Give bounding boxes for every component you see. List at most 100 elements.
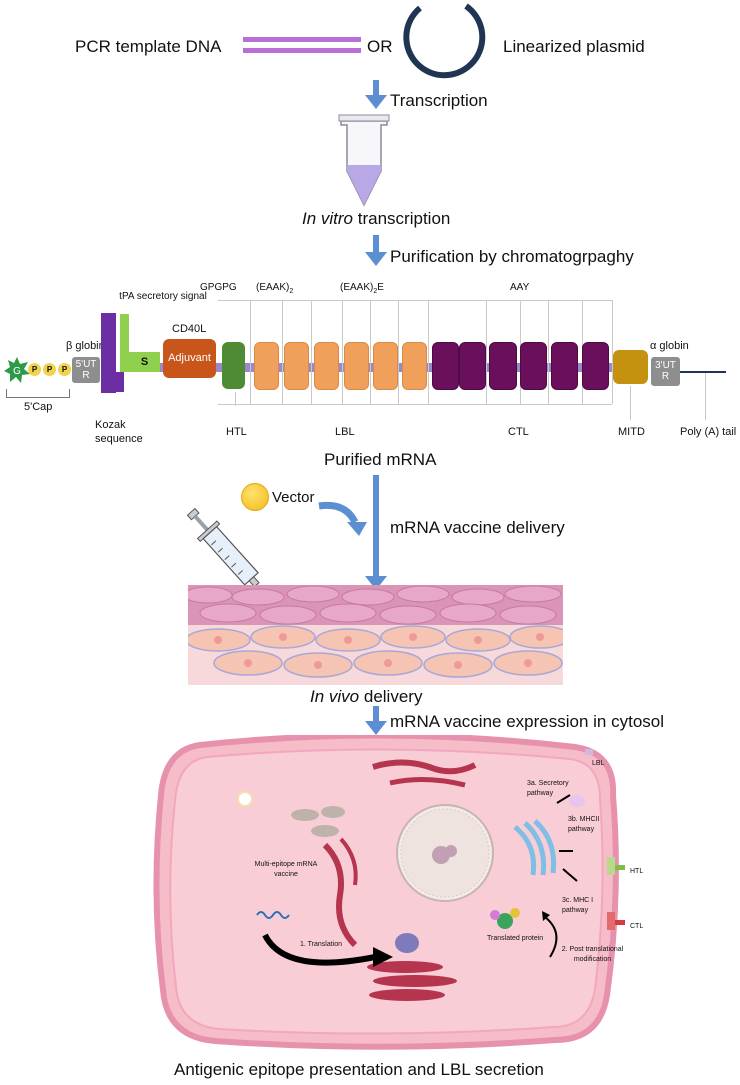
lbl-cell-label: LBL bbox=[592, 760, 605, 767]
s-block: S bbox=[129, 352, 160, 372]
ivt-label: In vitro transcription bbox=[302, 210, 450, 227]
tpa-label: tPA secretory signal bbox=[119, 291, 207, 302]
mrna-construct: tPA secretory signal GPGPG (EAAK)2 (EAAK… bbox=[0, 0, 740, 460]
cap-p1: P bbox=[28, 363, 41, 376]
arrow-purification bbox=[373, 235, 379, 253]
sep-4 bbox=[342, 300, 343, 404]
utr5-block: 5'UT R bbox=[72, 357, 100, 383]
transcription-label: Transcription bbox=[390, 91, 488, 110]
or-label: OR bbox=[367, 37, 393, 56]
tpa-block bbox=[120, 314, 129, 372]
vector-curved-arrow bbox=[318, 501, 367, 536]
ctl-block-2 bbox=[459, 342, 486, 390]
cap-p3: P bbox=[58, 363, 71, 376]
lbl-block-3 bbox=[314, 342, 339, 390]
polya-tick bbox=[705, 373, 706, 420]
delivery-label: mRNA vaccine delivery bbox=[390, 518, 565, 537]
test-tube-icon bbox=[338, 114, 390, 207]
lbl-block-5 bbox=[373, 342, 398, 390]
cell-illustration bbox=[153, 735, 625, 1050]
eaak2-text: (EAAK) bbox=[256, 282, 290, 293]
ctl-block-4 bbox=[520, 342, 547, 390]
cap-g-text: G bbox=[13, 366, 21, 377]
eaak2e-text: (EAAK) bbox=[340, 282, 374, 293]
arrow-purification-head bbox=[365, 252, 387, 266]
invivo-label: In vivo delivery bbox=[310, 688, 422, 705]
ctl-block-1 bbox=[432, 342, 459, 390]
lbl-label: LBL bbox=[335, 426, 355, 438]
invivo-italic: In vivo bbox=[310, 687, 360, 706]
lbl-block-1 bbox=[254, 342, 279, 390]
aay-label: AAY bbox=[510, 282, 530, 293]
cap-p1-text: P bbox=[31, 365, 38, 374]
alpha-globin-label: α globin bbox=[650, 340, 689, 352]
sep-3 bbox=[311, 300, 312, 404]
syringe-icon bbox=[186, 507, 274, 604]
utr3-block: 3'UT R bbox=[651, 357, 680, 386]
polya-tail-line bbox=[680, 371, 726, 373]
sep-6 bbox=[398, 300, 399, 404]
gpgpg-label: GPGPG bbox=[200, 282, 237, 293]
sep-10 bbox=[548, 300, 549, 404]
htl-label: HTL bbox=[226, 426, 247, 438]
secretory-label: 3a. Secretory pathway bbox=[527, 780, 569, 797]
eaak2e-label: (EAAK)2E bbox=[340, 282, 384, 296]
plasmid-icon bbox=[403, 3, 486, 79]
kozak-block-tail bbox=[116, 372, 124, 392]
ctl-block-6 bbox=[582, 342, 609, 390]
utr5-text: 5'UT R bbox=[75, 359, 97, 381]
adjuvant-block: Adjuvant bbox=[163, 339, 216, 378]
sep-7 bbox=[428, 300, 429, 404]
eaak2e-sub: 2 bbox=[373, 288, 378, 295]
multi-epitope-label: Multi-epitope mRNA vaccine bbox=[254, 861, 318, 878]
ctl-cell-label: CTL bbox=[630, 923, 644, 930]
vector-label: Vector bbox=[272, 489, 315, 506]
mitd-tick bbox=[630, 386, 631, 420]
eaak2-label: (EAAK)2 bbox=[256, 282, 294, 296]
lbl-block-2 bbox=[284, 342, 309, 390]
expression-label: mRNA vaccine expression in cytosol bbox=[390, 712, 665, 731]
ivt-italic: In vitro bbox=[302, 209, 354, 228]
arrow-expression-head bbox=[365, 721, 387, 735]
ctl-block-5 bbox=[551, 342, 578, 390]
kozak-label: Kozak sequence bbox=[95, 419, 143, 446]
cap-bracket bbox=[6, 389, 70, 398]
htl-block bbox=[222, 342, 245, 389]
htl-cell-label: HTL bbox=[630, 868, 644, 875]
eaak2-sub: 2 bbox=[289, 288, 294, 295]
polya-label: Poly (A) tail bbox=[680, 426, 737, 438]
translation-label: 1. Translation bbox=[300, 941, 343, 948]
cap-g-icon: G bbox=[4, 357, 30, 383]
linker-bottom-line bbox=[218, 404, 612, 405]
cap-label: 5'Cap bbox=[24, 401, 53, 413]
beta-globin-label: β globin bbox=[66, 340, 105, 352]
tissue-illustration bbox=[188, 585, 563, 685]
dna-template-icon bbox=[243, 37, 361, 53]
s-block-text: S bbox=[140, 356, 149, 368]
adjuvant-text: Adjuvant bbox=[168, 352, 211, 364]
translated-protein-label: Translated protein bbox=[487, 935, 544, 942]
eaak2e-end: E bbox=[377, 282, 384, 293]
sep-5 bbox=[370, 300, 371, 404]
arrow-expression bbox=[373, 706, 379, 722]
mitd-label: MITD bbox=[618, 426, 645, 438]
pcr-template-label: PCR template DNA bbox=[75, 37, 222, 56]
linker-top-line bbox=[218, 300, 612, 301]
cd40l-label: CD40L bbox=[172, 323, 207, 335]
arrow-transcription-head bbox=[365, 95, 387, 109]
arrow-transcription bbox=[373, 80, 379, 96]
cap-p3-text: P bbox=[61, 365, 68, 374]
mhci-label: 3c. MHC I pathway bbox=[562, 897, 594, 914]
arrow-delivery bbox=[373, 475, 379, 577]
sep-2 bbox=[282, 300, 283, 404]
sep-8 bbox=[486, 300, 487, 404]
mitd-block bbox=[613, 350, 648, 384]
ctl-block-3 bbox=[489, 342, 517, 390]
purification-label: Purification by chromatogrpaghy bbox=[390, 247, 634, 266]
purified-mrna-label: Purified mRNA bbox=[324, 450, 437, 469]
kozak-block bbox=[101, 313, 116, 393]
ctl-label: CTL bbox=[508, 426, 529, 438]
sep-12 bbox=[612, 300, 613, 404]
plasmid-label: Linearized plasmid bbox=[503, 37, 645, 56]
mhcii-label: 3b. MHCII pathway bbox=[568, 816, 600, 833]
